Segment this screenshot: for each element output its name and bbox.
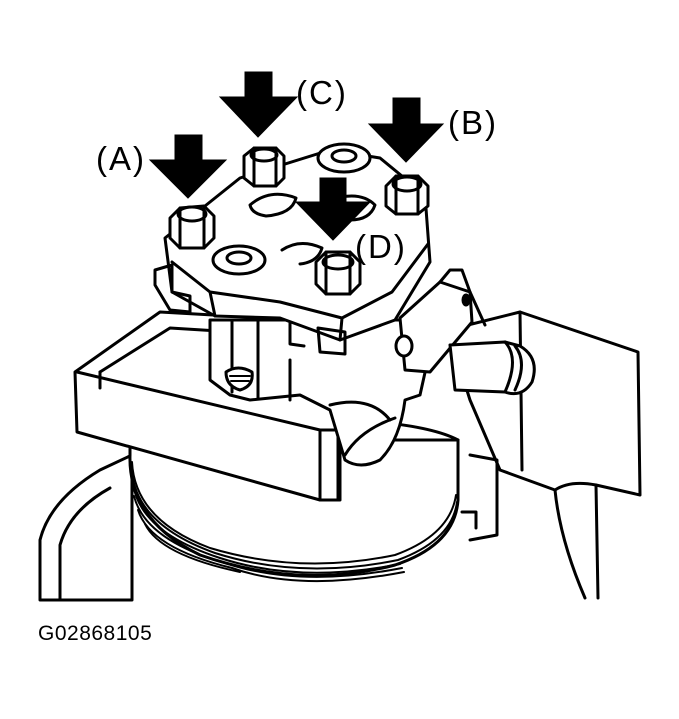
arrow-a-icon: [148, 134, 228, 199]
drive-pulley: [128, 416, 460, 583]
pump-body: [208, 318, 432, 467]
figure-id: G02868105: [38, 622, 153, 645]
outlet-fitting: [394, 268, 536, 396]
arrow-c-icon: [218, 71, 299, 138]
arrow-b-icon: [367, 97, 445, 163]
label-c: (C): [296, 74, 348, 111]
label-a: (A): [96, 140, 146, 177]
arrow-d-icon: [294, 177, 372, 241]
bolt-c: [242, 146, 286, 188]
label-d: (D): [355, 228, 407, 265]
cover-plate: [153, 148, 432, 356]
engine-housing: [38, 453, 134, 602]
label-b: (B): [448, 104, 498, 141]
bolt-d: [314, 250, 362, 296]
bolt-b: [384, 174, 430, 216]
washers: [211, 142, 372, 276]
bolt-a: [168, 204, 216, 250]
